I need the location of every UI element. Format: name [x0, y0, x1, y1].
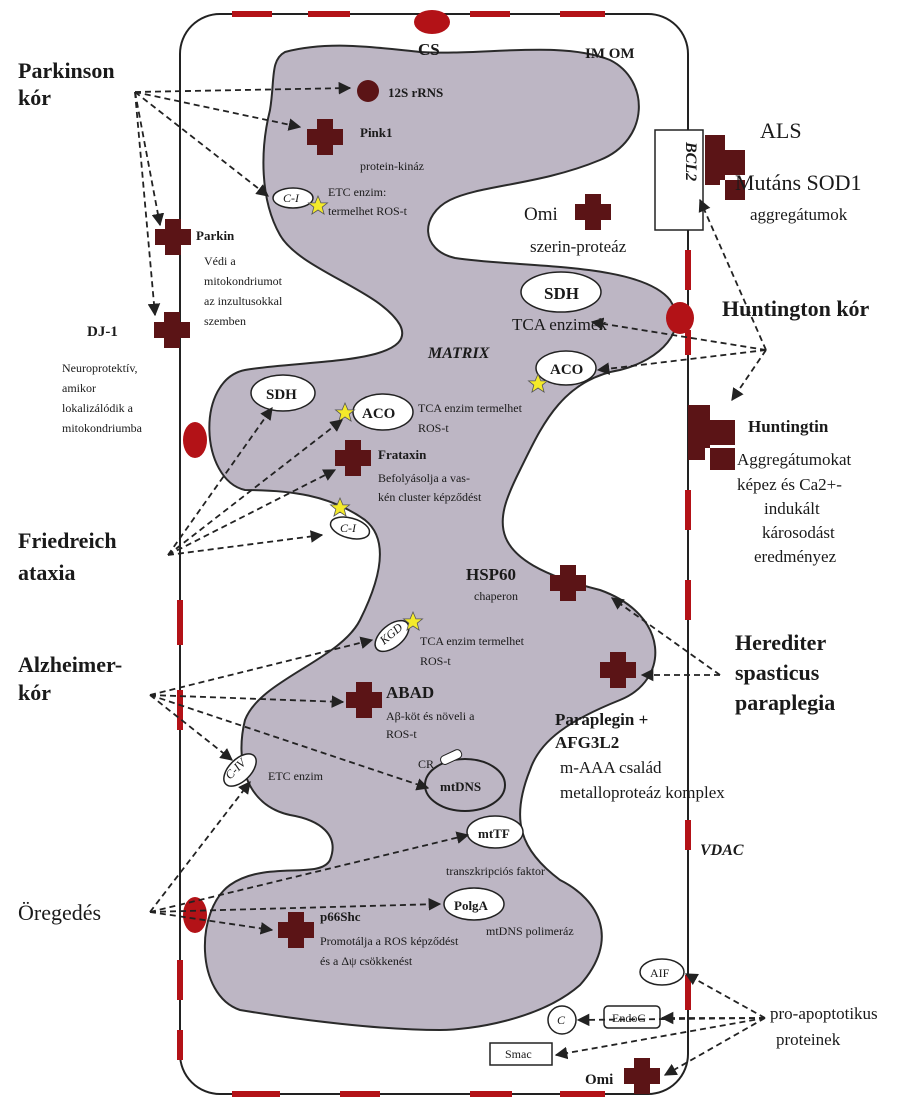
sdh-right-label: SDH — [544, 284, 579, 303]
dj1-desc-4: mitokondriumba — [62, 421, 143, 435]
disease-friedreich-line1: Friedreich — [18, 528, 117, 553]
etc-ros-line2: termelhet ROS-t — [328, 204, 408, 218]
htt-desc-4: károsodást — [762, 523, 835, 542]
endog-label: EndoG — [612, 1011, 646, 1025]
hsp60-label: HSP60 — [466, 565, 516, 584]
omi-top-icon — [575, 194, 611, 230]
htt-desc-1: Aggregátumokat — [737, 450, 852, 469]
disease-aging: Öregedés — [18, 900, 101, 925]
matrix-label: MATRIX — [427, 345, 490, 362]
membrane-junction-left-1 — [183, 422, 207, 458]
mtdns-label: mtDNS — [440, 779, 481, 794]
omi-top-desc: szerin-proteáz — [530, 237, 627, 256]
membrane-junction-left-2 — [183, 897, 207, 933]
aco-right-label: ACO — [550, 362, 583, 378]
parkin-desc-4: szemben — [204, 314, 246, 328]
mttf-label: mtTF — [478, 826, 510, 841]
frataxin-desc-1: Befolyásolja a vas- — [378, 471, 470, 485]
rrna-icon — [357, 80, 379, 102]
disease-hsp-line2: spasticus — [735, 660, 820, 685]
cs-label: CS — [418, 40, 440, 59]
pro-apoptotic-line1: pro-apoptotikus — [770, 1004, 878, 1023]
dj1-icon — [154, 312, 190, 348]
disease-alzheimer-line1: Alzheimer- — [18, 652, 122, 677]
omi-bottom-label: Omi — [585, 1072, 613, 1088]
cr-label: CR — [418, 757, 434, 771]
htt-desc-5: eredményez — [754, 547, 837, 566]
aco-mid-label: ACO — [362, 406, 395, 422]
bcl2-label: BCL2 — [682, 141, 699, 181]
membrane-junction-top — [414, 10, 450, 34]
parkin-desc-3: az inzultusokkal — [204, 294, 283, 308]
disease-als: ALS — [760, 118, 802, 143]
pink1-desc: protein-kináz — [360, 159, 424, 173]
sod1-line1: Mutáns SOD1 — [735, 170, 862, 195]
kgd-desc-2: ROS-t — [420, 654, 451, 668]
omi-top-label: Omi — [524, 204, 558, 225]
paraplegin-line3: m-AAA család — [560, 758, 662, 777]
abad-desc-1: Aβ-köt és növeli a — [386, 709, 475, 723]
paraplegin-line1: Paraplegin + — [555, 710, 648, 729]
etc-ros-line1: ETC enzim: — [328, 185, 386, 199]
vdac-label: VDAC — [700, 842, 744, 859]
aco-desc-1: TCA enzim termelhet — [418, 401, 523, 415]
frataxin-label: Frataxin — [378, 447, 427, 462]
p66shc-desc-2: és a Δψ csökkenést — [320, 954, 413, 968]
disease-hsp-line3: paraplegia — [735, 690, 835, 715]
disease-friedreich-line2: ataxia — [18, 560, 75, 585]
dj1-label: DJ-1 — [87, 324, 118, 340]
abad-label: ABAD — [386, 683, 434, 702]
civ-desc: ETC enzim — [268, 769, 324, 783]
huntingtin-icon — [688, 405, 735, 470]
pro-apoptotic-line2: proteinek — [776, 1030, 841, 1049]
paraplegin-line2: AFG3L2 — [555, 733, 619, 752]
paraplegin-line4: metalloproteáz komplex — [560, 783, 725, 802]
tca-label: TCA enzimek — [512, 315, 607, 334]
smac-label: Smac — [505, 1047, 532, 1061]
sod1-line2: aggregátumok — [750, 205, 848, 224]
sdh-left-label: SDH — [266, 387, 297, 403]
disease-hsp-line1: Herediter — [735, 630, 826, 655]
htt-desc-3: indukált — [764, 499, 820, 518]
p66shc-desc-1: Promotálja a ROS képződést — [320, 934, 459, 948]
disease-alzheimer-line2: kór — [18, 680, 51, 705]
dj1-desc-3: lokalizálódik a — [62, 401, 134, 415]
polga-label: PolgA — [454, 898, 489, 913]
polga-desc: mtDNS polimeráz — [486, 924, 574, 938]
aco-desc-2: ROS-t — [418, 421, 449, 435]
disease-parkinson-line1: Parkinson — [18, 58, 115, 83]
htt-desc-2: képez és Ca2+- — [737, 475, 842, 494]
ci-mid-label: C-I — [340, 521, 357, 535]
aif-label: AIF — [650, 966, 670, 980]
huntingtin-label: Huntingtin — [748, 417, 829, 436]
omi-bottom-icon — [624, 1058, 660, 1094]
pink1-label: Pink1 — [360, 125, 393, 140]
frataxin-desc-2: kén cluster képződést — [378, 490, 482, 504]
mttf-desc: transzkripciós faktor — [446, 864, 545, 878]
parkin-desc-1: Védi a — [204, 254, 236, 268]
cytochrome-c-label: C — [557, 1013, 566, 1027]
kgd-desc-1: TCA enzim termelhet — [420, 634, 525, 648]
disease-parkinson-line2: kór — [18, 85, 51, 110]
ci-top-label: C-I — [283, 191, 300, 205]
parkin-desc-2: mitokondriumot — [204, 274, 283, 288]
im-om-label: IM OM — [585, 46, 635, 62]
p66shc-label: p66Shc — [320, 909, 361, 924]
hsp60-desc: chaperon — [474, 589, 518, 603]
parkin-label: Parkin — [196, 228, 235, 243]
dj1-desc-1: Neuroprotektív, — [62, 361, 138, 375]
dj1-desc-2: amikor — [62, 381, 96, 395]
membrane-junction-right — [666, 302, 694, 334]
rrna-label: 12S rRNS — [388, 85, 443, 100]
abad-desc-2: ROS-t — [386, 727, 417, 741]
